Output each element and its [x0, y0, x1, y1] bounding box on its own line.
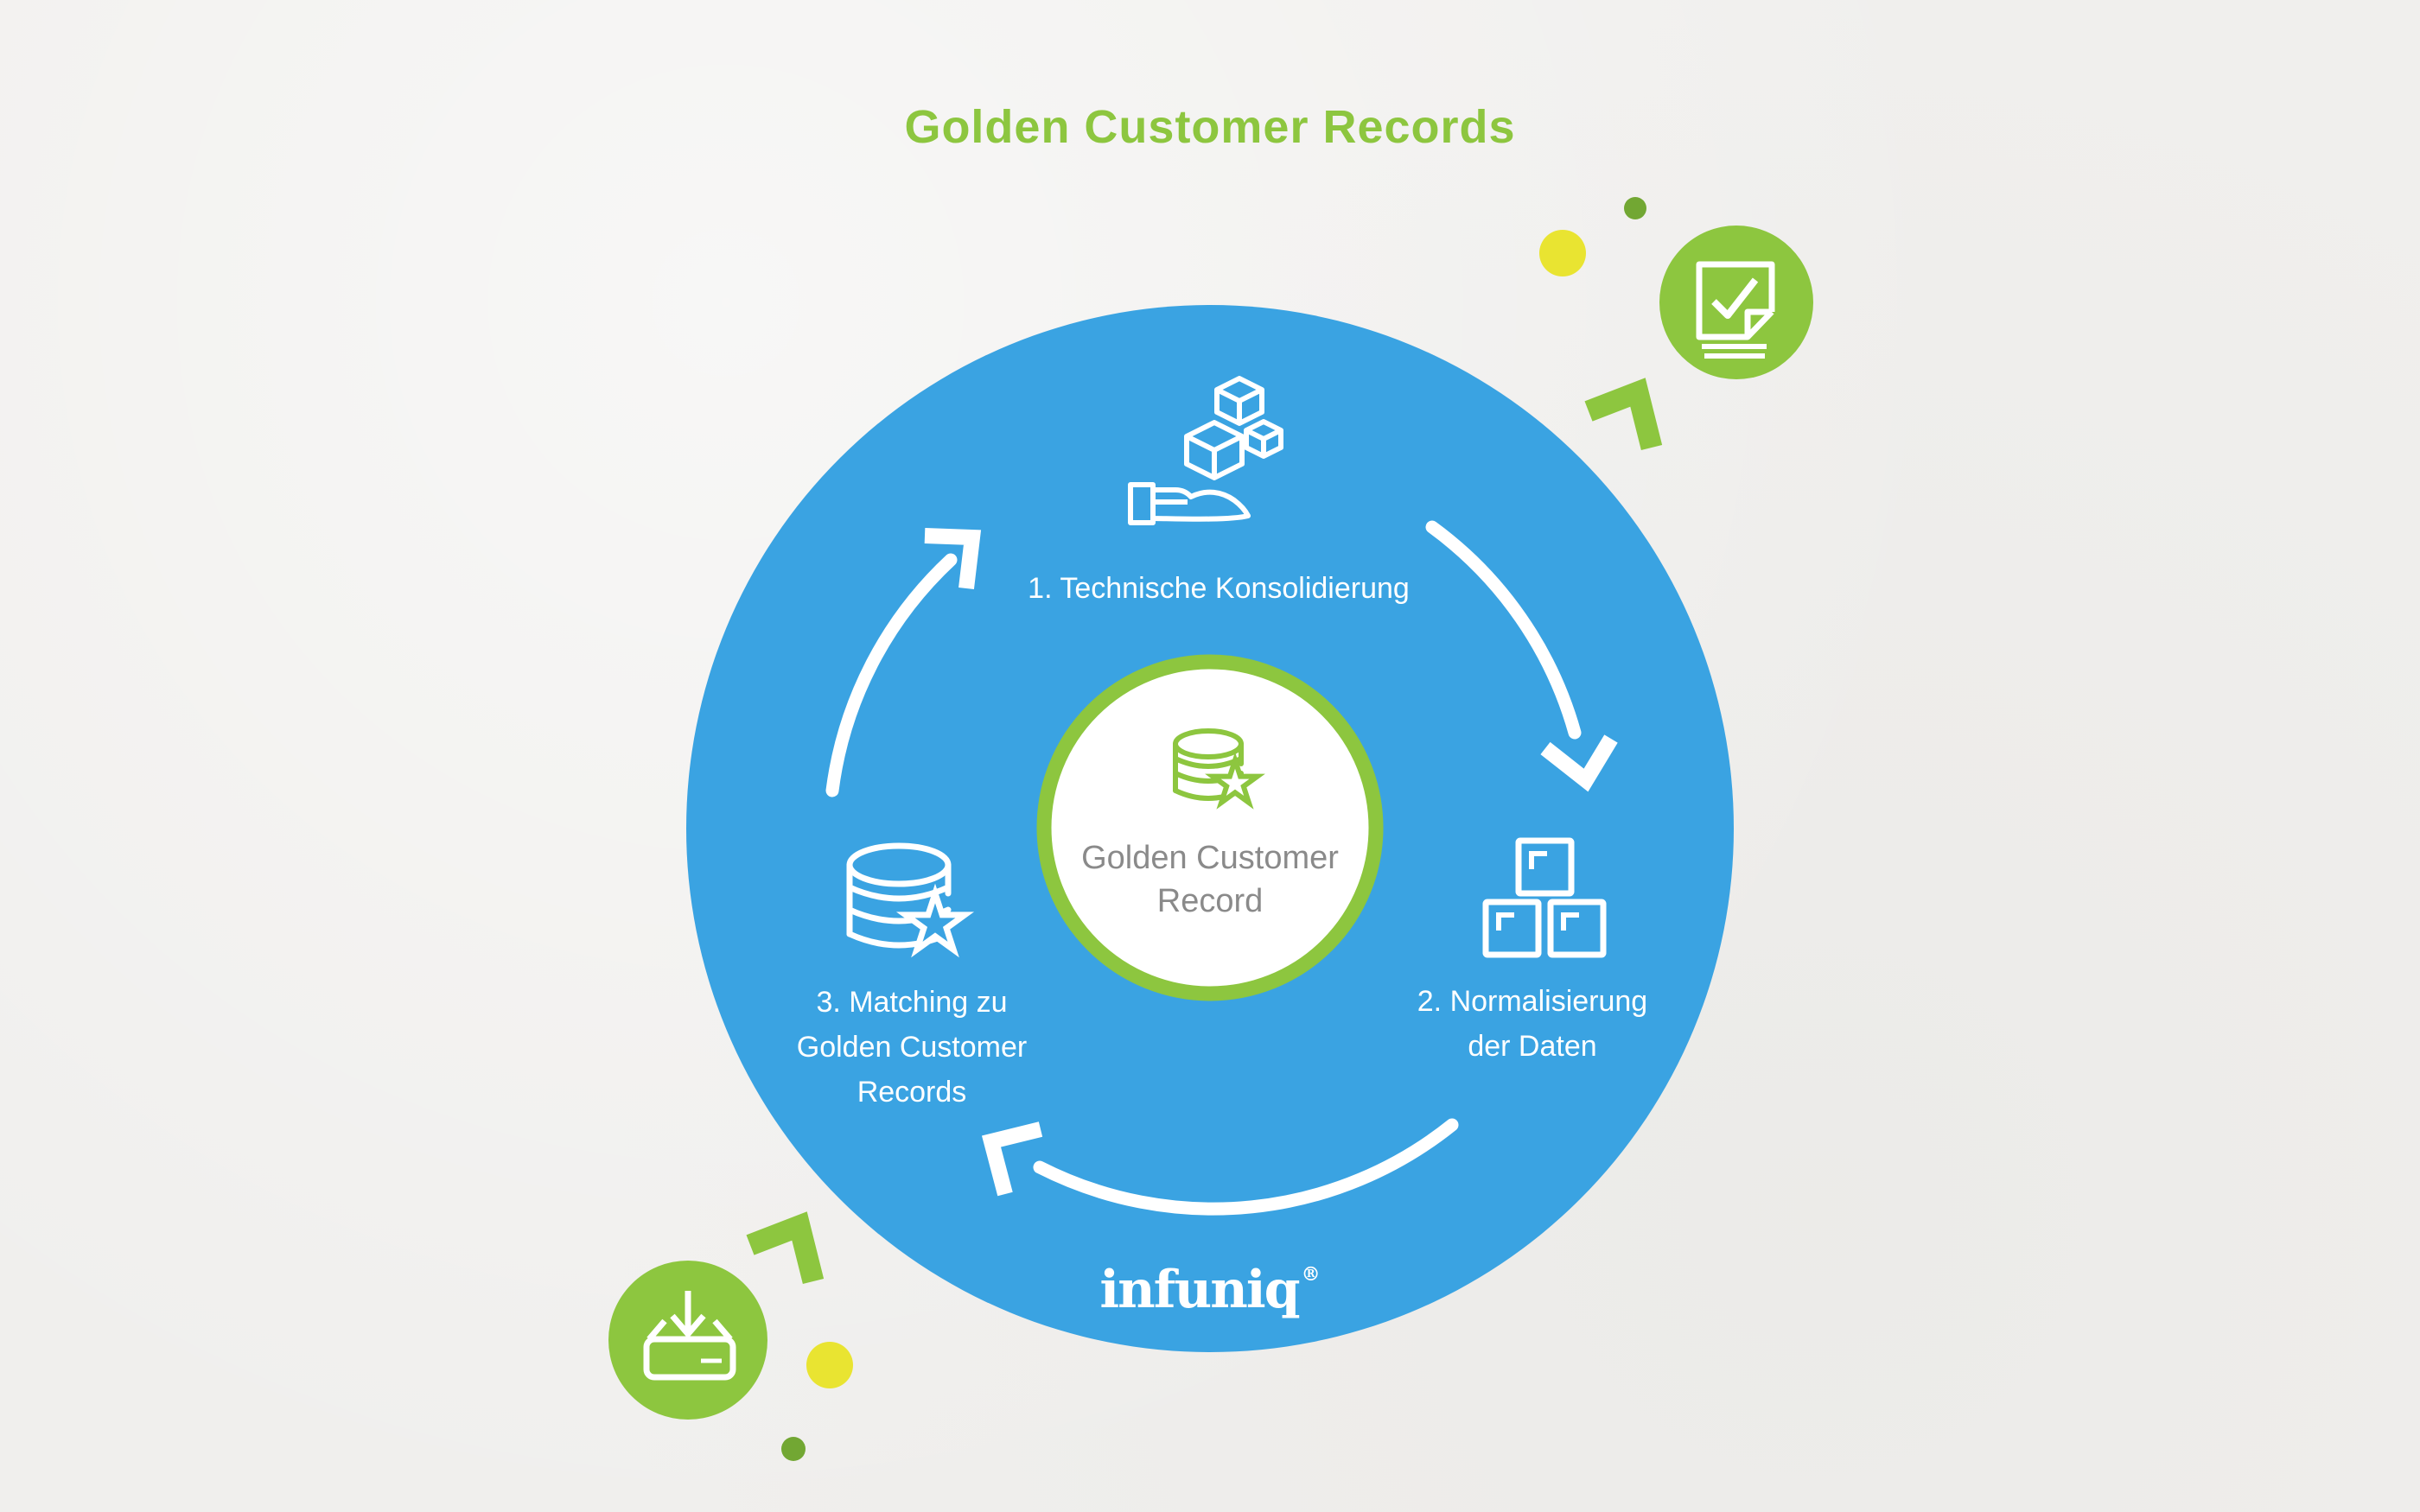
cycle-arrows — [825, 520, 1618, 1216]
step-1-label: 1. Technische Konsolidierung — [1028, 572, 1410, 605]
registered-trademark-icon: ® — [1301, 1263, 1321, 1286]
hand-holding-cubes-icon — [1128, 376, 1283, 525]
document-check-icon — [1696, 261, 1775, 359]
page-title: Golden Customer Records — [904, 101, 1516, 153]
step-2-label: 2. Normalisierung der Daten — [1316, 979, 1748, 1069]
arrow-up-left — [825, 528, 982, 797]
step-3-label-line1: 3. Matching zu — [816, 986, 1008, 1019]
infuniq-logo: infuniq ® — [951, 1261, 1469, 1318]
arrow-bottom-left — [981, 1118, 1459, 1216]
step-3-label-line3: Records — [857, 1076, 967, 1109]
center-label-line2: Record — [1156, 883, 1264, 919]
green-dot-icon — [1624, 197, 1646, 219]
center-circle — [1036, 654, 1384, 1001]
center-label-line1: Golden Customer — [1081, 840, 1339, 876]
step-3-label: 3. Matching zu Golden Customer Records — [696, 980, 1128, 1115]
arrow-bottom-left-head-icon — [981, 1121, 1043, 1197]
bottom-left-decorations — [608, 1211, 853, 1461]
inbox-download-icon — [643, 1291, 736, 1381]
center-database-star-icon — [1173, 728, 1258, 803]
center-circle-label: Golden Customer Record — [1037, 836, 1383, 923]
yellow-dot-icon — [1539, 230, 1586, 276]
arrow-up-left-head-icon — [924, 528, 982, 590]
arrow-down-right — [1425, 520, 1618, 792]
green-dot-icon — [781, 1437, 806, 1461]
step-2-label-line2: der Daten — [1468, 1030, 1597, 1063]
up-right-chevron-icon — [1584, 378, 1663, 451]
step-2-label-line1: 2. Normalisierung — [1417, 985, 1648, 1018]
database-star-icon — [846, 842, 965, 950]
step-3-label-line2: Golden Customer — [796, 1031, 1028, 1064]
yellow-dot-icon — [806, 1342, 853, 1388]
logo-wordmark: infuniq — [1099, 1260, 1300, 1320]
stacked-squares-icon — [1482, 837, 1607, 958]
up-right-chevron-icon — [746, 1211, 825, 1285]
arrow-down-right-head-icon — [1540, 734, 1618, 792]
top-right-decorations — [1539, 197, 1813, 451]
